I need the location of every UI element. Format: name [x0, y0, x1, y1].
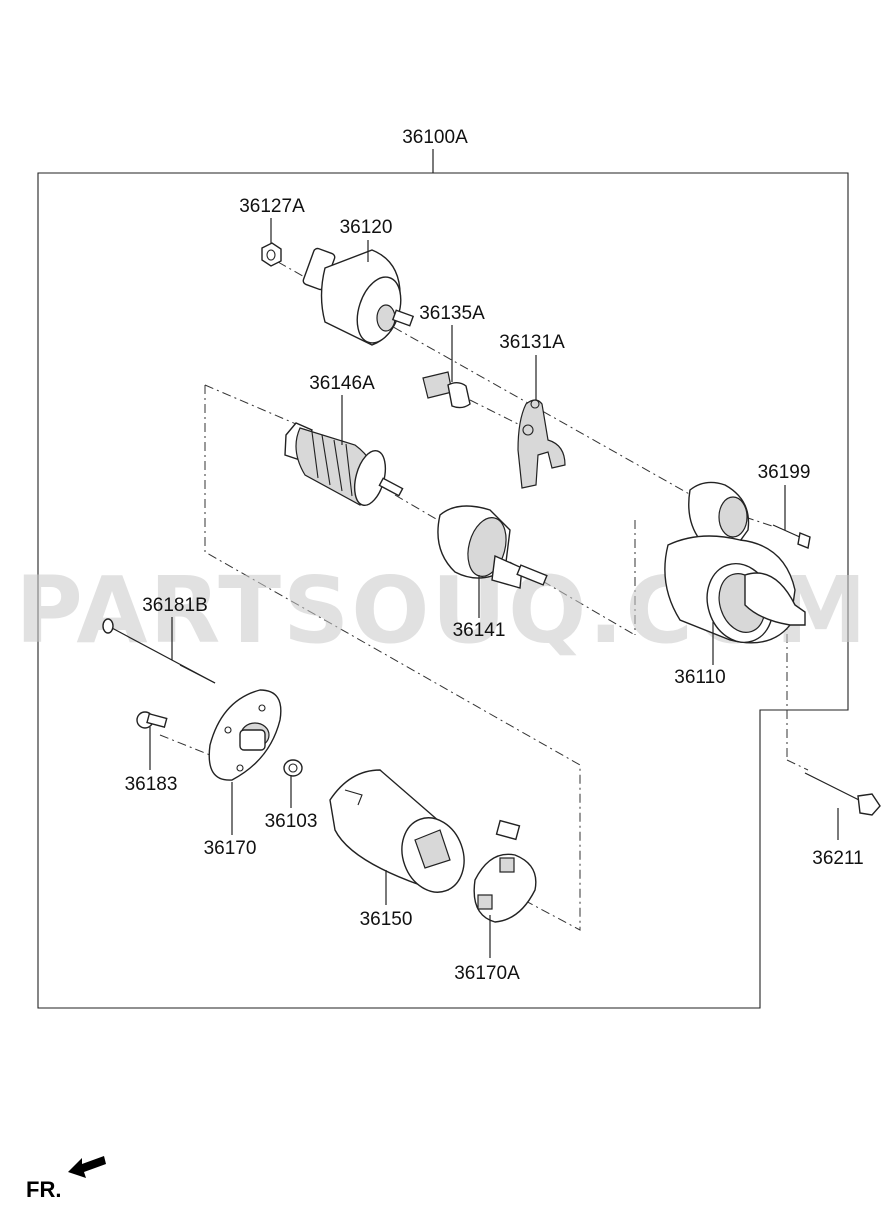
front-direction-indicator: FR. [26, 1156, 106, 1202]
clutch-36141 [437, 505, 548, 589]
housing-36110 [664, 481, 806, 644]
yoke-36150 [329, 769, 465, 893]
label-36100A: 36100A [402, 127, 468, 148]
label-36170: 36170 [204, 838, 257, 859]
label-36103: 36103 [265, 811, 318, 832]
label-36183: 36183 [125, 774, 178, 795]
armature-36146A [284, 422, 404, 506]
assembly-boundary [37, 172, 849, 1009]
bolt-36211 [804, 772, 881, 816]
lever-36131A [517, 399, 566, 489]
leader-lines [149, 218, 839, 958]
nut-36127A [261, 242, 282, 267]
label-36170A: 36170A [454, 963, 520, 984]
label-36211: 36211 [812, 848, 863, 869]
solenoid-36120 [302, 247, 415, 346]
label-36131A: 36131A [499, 332, 565, 353]
label-36135A: 36135A [419, 303, 485, 324]
label-36181B: 36181B [142, 595, 208, 616]
label-36146A: 36146A [309, 373, 375, 394]
brush-holder-36170A [473, 819, 537, 923]
bolt-36181B [102, 618, 216, 684]
washer-36103 [283, 759, 303, 777]
label-36141: 36141 [453, 620, 506, 641]
bracket-36170 [208, 689, 282, 781]
screw-36183 [136, 711, 168, 729]
front-arrow-icon [68, 1156, 106, 1178]
plunger-36135A [422, 371, 471, 409]
label-36120: 36120 [340, 217, 393, 238]
label-36150: 36150 [360, 909, 413, 930]
label-36199: 36199 [758, 462, 811, 483]
front-label: FR. [26, 1177, 61, 1202]
label-36110: 36110 [674, 667, 725, 688]
screw-36199 [772, 524, 811, 549]
part-labels: 36100A 36127A 36120 36135A 36131A 36146A… [125, 127, 864, 984]
label-36127A: 36127A [239, 196, 305, 217]
